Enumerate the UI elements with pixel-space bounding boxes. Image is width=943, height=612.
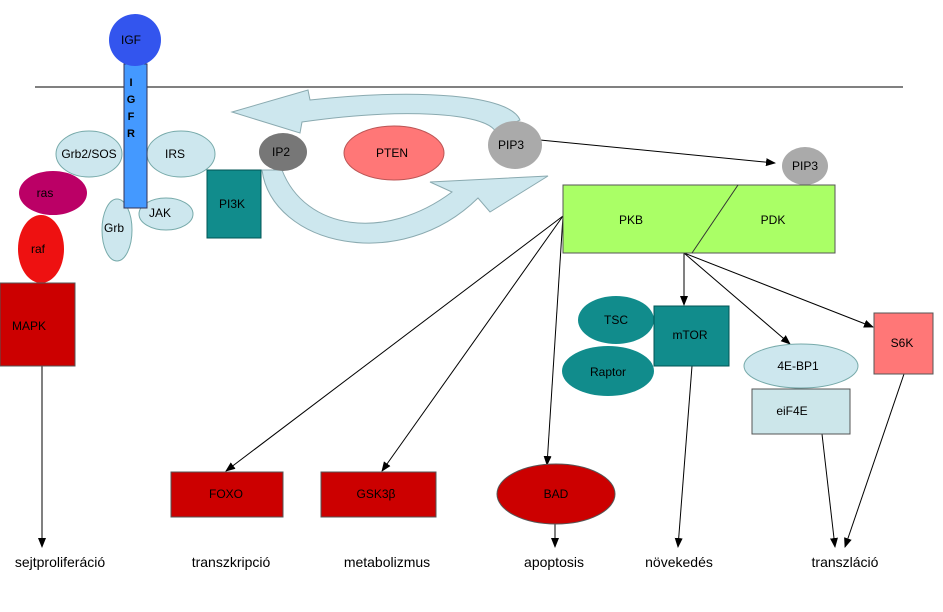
mtor-label: mTOR — [672, 328, 707, 342]
foxo-node: FOXO — [170, 471, 284, 518]
igfr-letter-r: R — [127, 128, 135, 140]
s6k-node: S6K — [873, 312, 934, 375]
igfr-receptor: I G F R — [123, 63, 148, 209]
grb2sos-node: Grb2/SOS — [55, 130, 123, 178]
gsk3b-label: GSK3β — [357, 487, 396, 501]
arrow-pkb-to-bad — [543, 215, 564, 466]
igf-label: IGF — [121, 33, 141, 47]
outcome-apoptosis: apoptosis — [524, 554, 584, 570]
pip3-label: PIP3 — [498, 138, 524, 152]
ras-node: ras — [19, 171, 87, 215]
jak-label: JAK — [149, 206, 171, 220]
bad-label: BAD — [544, 487, 569, 501]
ip2-node: IP2 — [259, 133, 307, 171]
tsc-label: TSC — [604, 313, 628, 327]
jak-node: JAK — [138, 197, 194, 231]
igf-ligand: IGF — [109, 14, 161, 66]
ip2-to-pip3-curved-arrow — [261, 169, 549, 244]
outcome-transcription: transzkripció — [192, 554, 271, 570]
raf-node: raf — [18, 215, 64, 283]
s6k-label: S6K — [891, 336, 914, 350]
gsk3b-node: GSK3β — [320, 471, 437, 518]
arrow-pdk-to-s6k — [683, 252, 874, 328]
mapk-label: MAPK — [12, 319, 46, 333]
pip3-bound-node: PIP3 — [782, 147, 828, 185]
igfr-letter-g: G — [127, 94, 136, 106]
4ebp1-label: 4E-BP1 — [777, 359, 819, 373]
pip3-node: PIP3 — [488, 121, 542, 169]
arrow-pip3-to-bound-pip3 — [539, 139, 776, 167]
bad-node: BAD — [496, 463, 616, 525]
igfr-letter-f: F — [128, 111, 135, 123]
arrow-pdk-to-4ebp1 — [683, 252, 791, 345]
pkb-label: PKB — [619, 213, 643, 227]
ip2-label: IP2 — [272, 145, 290, 159]
arrow-s6k-to-translation — [844, 373, 905, 548]
eif4e-node: eiF4E — [751, 388, 851, 435]
pdk-label: PDK — [761, 213, 786, 227]
outcome-translation: transzláció — [812, 554, 879, 570]
raptor-label: Raptor — [590, 365, 626, 379]
grb-label: Grb — [104, 221, 124, 235]
connector-arrows — [38, 139, 905, 548]
foxo-label: FOXO — [209, 487, 243, 501]
pi3k-label: PI3K — [219, 197, 245, 211]
mtor-node: mTOR — [653, 305, 730, 367]
eif4e-label: eiF4E — [776, 404, 807, 418]
tsc-node: TSC — [578, 296, 654, 344]
grb-node: Grb — [101, 198, 133, 262]
igfr-letter-i: I — [129, 77, 132, 89]
irs-label: IRS — [165, 147, 185, 161]
arrow-pkb-to-foxo — [225, 215, 564, 472]
pkb-pdk-complex: PKB PDK — [562, 184, 836, 254]
pten-node: PTEN — [343, 125, 445, 181]
irs-node: IRS — [146, 130, 216, 178]
pip3-to-ip2-curved-arrow — [230, 89, 521, 134]
arrow-mtor-to-growth — [674, 365, 693, 548]
pi3k-node: PI3K — [206, 169, 262, 239]
pip3-bound-label: PIP3 — [792, 159, 818, 173]
4ebp1-node: 4E-BP1 — [743, 343, 859, 389]
mapk-node: MAPK — [0, 282, 76, 367]
outcome-proliferation: sejtproliferáció — [15, 554, 105, 570]
arrow-pkb-to-gsk3b — [381, 215, 564, 472]
pten-label: PTEN — [376, 146, 408, 160]
ras-label: ras — [37, 186, 54, 200]
grb2sos-label: Grb2/SOS — [61, 147, 116, 161]
raptor-node: Raptor — [562, 346, 654, 396]
arrow-eif4e-to-translation — [821, 433, 838, 548]
outcome-metabolism: metabolizmus — [344, 554, 430, 570]
raf-label: raf — [31, 242, 46, 256]
outcome-growth: növekedés — [645, 554, 713, 570]
